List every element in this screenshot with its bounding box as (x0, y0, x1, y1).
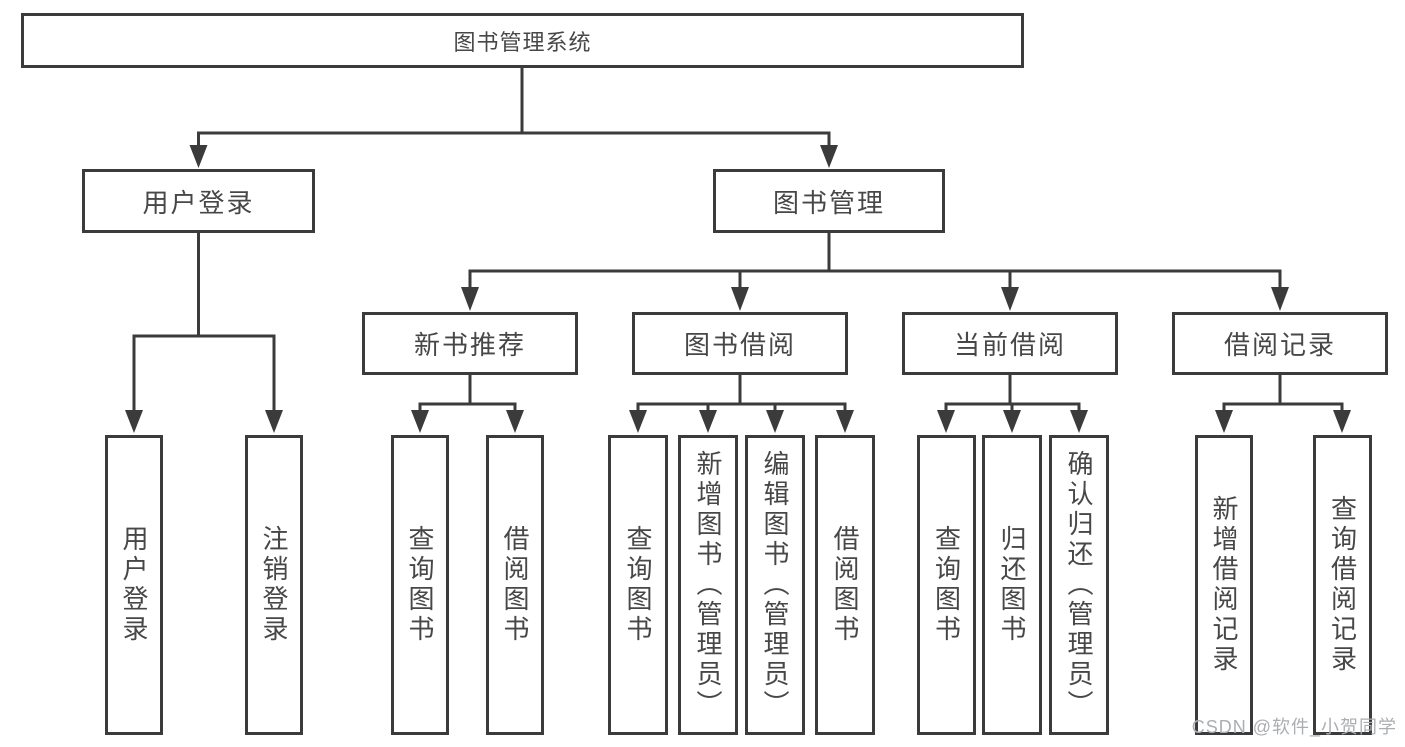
node-book-borrow: 图书借阅 (632, 312, 848, 375)
node-leaf-borrow-book-recommend: 借阅图书 (486, 435, 544, 735)
leaf-label: 确认归还（管理员） (1064, 450, 1094, 720)
node-leaf-query-book-recommend: 查询图书 (391, 435, 449, 735)
node-leaf-query-book-current: 查询图书 (917, 435, 976, 735)
leaf-label: 查询借阅记录 (1327, 495, 1358, 675)
node-book-management: 图书管理 (713, 169, 945, 233)
leaf-label: 注销登录 (259, 525, 289, 645)
leaf-label: 查询图书 (931, 525, 962, 645)
node-leaf-borrow-book: 借阅图书 (815, 435, 875, 735)
node-leaf-query-book-borrow: 查询图书 (608, 435, 668, 735)
node-library-management-system: 图书管理系统 (21, 13, 1024, 68)
leaf-label: 借阅图书 (500, 525, 530, 645)
node-leaf-query-borrow-record: 查询借阅记录 (1313, 435, 1372, 735)
leaf-label: 新增借阅记录 (1209, 495, 1239, 675)
node-user-login: 用户登录 (82, 169, 315, 233)
node-leaf-add-borrow-record: 新增借阅记录 (1195, 435, 1253, 735)
leaf-label: 编辑图书（管理员） (760, 450, 790, 720)
node-leaf-return-book: 归还图书 (982, 435, 1042, 735)
node-leaf-add-book-admin: 新增图书（管理员） (678, 435, 738, 735)
node-leaf-user-login: 用户登录 (105, 435, 163, 735)
node-leaf-edit-book-admin: 编辑图书（管理员） (745, 435, 805, 735)
node-new-book-recommend: 新书推荐 (362, 312, 578, 375)
leaf-label: 归还图书 (997, 525, 1027, 645)
csdn-watermark: CSDN @软件_小贺同学 (1191, 717, 1397, 737)
node-leaf-logout: 注销登录 (245, 435, 303, 735)
leaf-label: 借阅图书 (830, 525, 860, 645)
leaf-label: 新增图书（管理员） (693, 450, 723, 720)
node-current-borrow: 当前借阅 (902, 312, 1118, 375)
leaf-label: 查询图书 (623, 525, 653, 645)
node-leaf-confirm-return-admin: 确认归还（管理员） (1049, 435, 1109, 735)
node-borrow-records: 借阅记录 (1172, 312, 1388, 375)
leaf-label: 用户登录 (119, 525, 149, 645)
leaf-label: 查询图书 (405, 525, 435, 645)
arrowheads (125, 145, 1351, 433)
